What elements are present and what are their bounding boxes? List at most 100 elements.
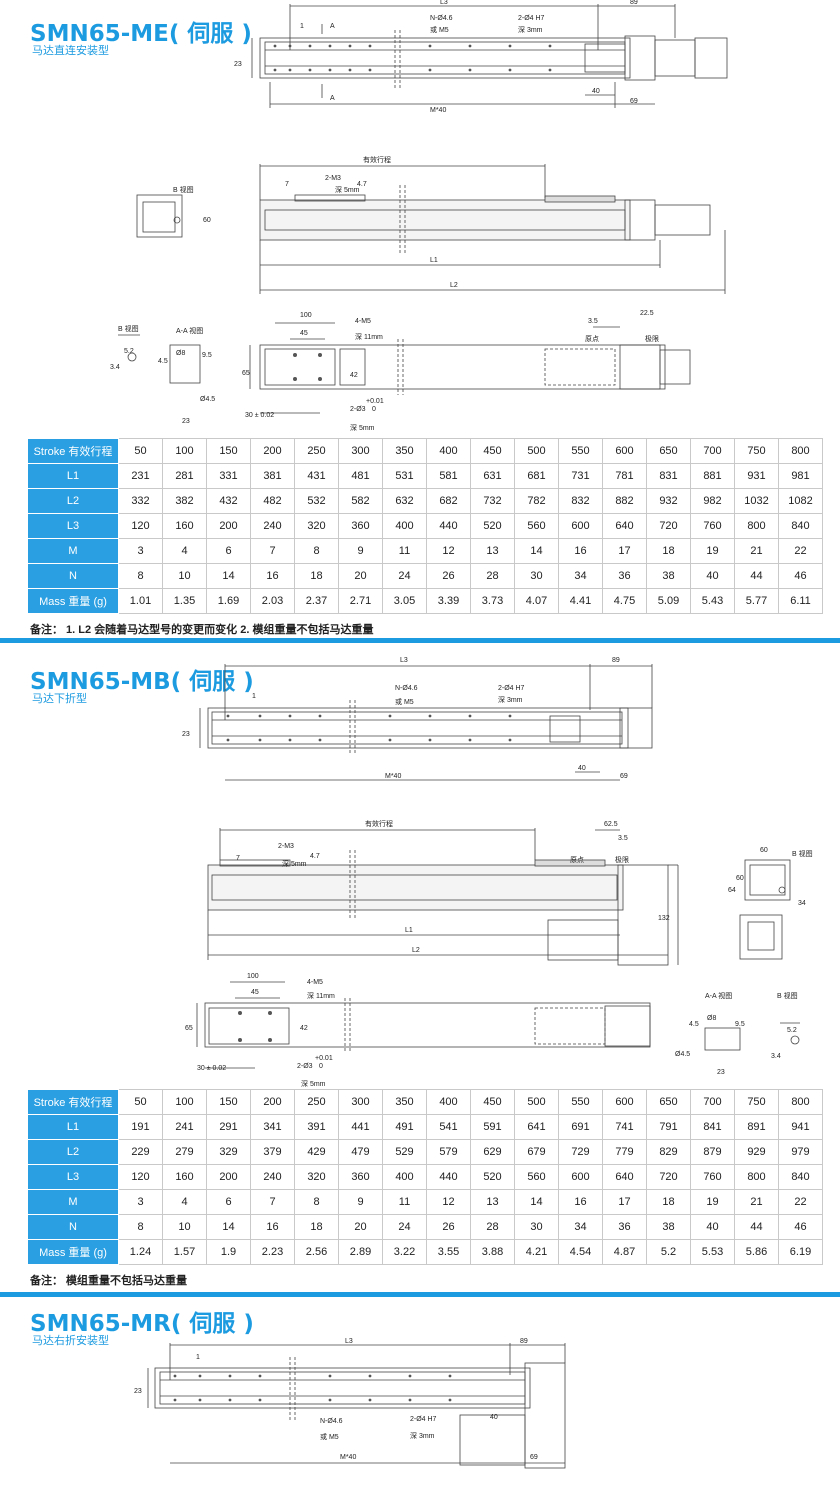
table-cell: 691 [558,1114,603,1140]
table-cell: 382 [162,488,207,514]
label-m40: M*40 [430,107,446,114]
table-cell: 932 [646,488,691,514]
table-cell: 300 [338,1089,383,1115]
label-origin-mb: 原点 [570,856,584,864]
table-cell: 100 [162,438,207,464]
table-cell: 100 [162,1089,207,1115]
table-cell: 5.09 [646,588,691,614]
table-cell: 481 [338,463,383,489]
table-cell: 16 [558,1189,603,1215]
label-89-mb: 89 [612,657,620,664]
row-header: L2 [27,1139,119,1165]
table-cell: 791 [646,1114,691,1140]
label-3-4: 3.4 [110,364,120,371]
table-cell: 3 [118,1189,163,1215]
table-cell: 832 [558,488,603,514]
label-22-5: 22.5 [640,310,654,317]
label-o4-5: Ø4.5 [200,396,215,403]
table-cell: 44 [734,1214,779,1240]
table-cell: 841 [690,1114,735,1140]
table-cell: 682 [426,488,471,514]
label-pin: 2-Ø4 H7 [518,15,545,22]
label-5-2-mb: 5.2 [787,1027,797,1034]
table-cell: 6 [206,538,251,564]
table-cell: 7 [250,1189,295,1215]
table-cell: 800 [778,438,823,464]
table-cell: 320 [294,1164,339,1190]
table-cell: 982 [690,488,735,514]
table-cell: 2.89 [338,1239,383,1265]
table-cell: 200 [250,1089,295,1115]
table-cell: 11 [382,1189,427,1215]
table-cell: 10 [162,563,207,589]
table-cell: 631 [470,463,515,489]
table-cell: 34 [558,1214,603,1240]
table-cell: 18 [646,1189,691,1215]
table-cell: 2.37 [294,588,339,614]
label-l3-mr: L3 [345,1338,353,1345]
label-depth3: 深 3mm [518,25,543,34]
drawing-mb-side-view: 有效行程 2-M3 深 5mm 7 4.7 L1 L2 62.5 3.5 原点 … [207,819,813,966]
table-cell: 400 [382,1164,427,1190]
table-cell: 50 [118,1089,163,1115]
table-cell: 3.22 [382,1239,427,1265]
table-cell: 520 [470,513,515,539]
table-cell: 1032 [734,488,779,514]
label-4-5-mb: 4.5 [689,1021,699,1028]
label-65: 65 [242,370,250,377]
table-cell: 14 [206,563,251,589]
label-23: 23 [234,61,242,68]
section-divider-2 [0,1292,840,1297]
label-depth5b: 深 5mm [350,423,375,432]
label-hole-n-mr: N-Ø4.6 [320,1418,343,1425]
label-depth3-mb: 深 3mm [498,695,523,704]
label-hole-n: N-Ø4.6 [430,15,453,22]
table-cell: 981 [778,463,823,489]
table-cell: 28 [470,563,515,589]
label-3-5: 3.5 [588,318,598,325]
label-o4-5-mb: Ø4.5 [675,1051,690,1058]
label-40: 40 [592,88,600,95]
label-1-mr: 1 [196,1354,200,1361]
table-cell: 320 [294,513,339,539]
label-m3: 2-M3 [325,175,341,182]
table-cell: 600 [558,1164,603,1190]
table-cell: 482 [250,488,295,514]
table-cell: 700 [690,1089,735,1115]
table-cell: 16 [558,538,603,564]
label-pin3: 2-Ø3 [350,406,366,413]
label-pin-mb: 2-Ø4 H7 [498,685,525,692]
table-cell: 160 [162,1164,207,1190]
table-cell: 550 [558,438,603,464]
label-100-mb: 100 [247,973,259,980]
label-depth5c-mb: 深 5mm [301,1079,326,1088]
table-cell: 9 [338,538,383,564]
section-title-mr: SMN65-MR( 伺服 ) [30,1311,254,1337]
table-cell: 240 [250,513,295,539]
table-cell: 840 [778,1164,823,1190]
table-cell: 3.73 [470,588,515,614]
table-cell: 840 [778,513,823,539]
table-cell: 400 [382,513,427,539]
label-42: 42 [350,372,358,379]
label-aa-view-mb: A-A 视图 [705,991,732,1000]
table-cell: 1.9 [206,1239,251,1265]
label-3-4-mb: 3.4 [771,1053,781,1060]
table-cell: 500 [514,1089,559,1115]
table-cell: 12 [426,1189,471,1215]
drawing-me-top-view: L3 89 M*40 69 40 23 1 A A N-Ø4.6 或 M5 2-… [234,0,728,114]
table-cell: 6 [206,1189,251,1215]
label-23-mr: 23 [134,1388,142,1395]
table-cell: 350 [382,438,427,464]
label-l2-mb: L2 [412,947,420,954]
table-cell: 531 [382,463,427,489]
table-cell: 650 [646,1089,691,1115]
label-l1-mb: L1 [405,927,413,934]
label-depth11-mb: 深 11mm [307,991,335,1000]
table-cell: 36 [602,563,647,589]
table-cell: 17 [602,538,647,564]
label-origin: 原点 [585,335,599,343]
